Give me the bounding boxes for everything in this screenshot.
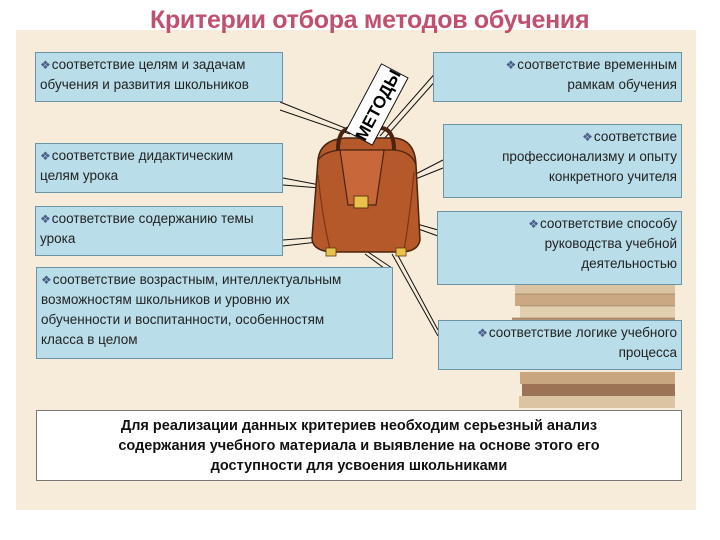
criterion-box-right-2: ❖соответствие профессионализму и опыту к… xyxy=(443,124,682,198)
page-title: Критерии отбора методов обучения xyxy=(150,6,590,34)
diamond-bullet-icon: ❖ xyxy=(41,273,52,287)
criterion-line: соответствие дидактическим xyxy=(51,148,234,163)
criterion-line: урока xyxy=(40,231,76,246)
criterion-line: соответствие логике учебного xyxy=(488,325,677,340)
diamond-bullet-icon: ❖ xyxy=(477,326,488,340)
diamond-bullet-icon: ❖ xyxy=(528,217,540,231)
criterion-box-left-3: ❖соответствие содержанию темы урока xyxy=(35,206,283,256)
diamond-bullet-icon: ❖ xyxy=(505,58,517,72)
criterion-line: класса в целом xyxy=(41,332,138,347)
conclusion-line: доступности для усвоения школьниками xyxy=(210,458,508,474)
methods-card: МЕТОДЫ xyxy=(345,63,409,146)
criterion-box-right-3: ❖соответствие способу руководства учебно… xyxy=(437,211,682,285)
criterion-box-left-2: ❖соответствие дидактическим целям урока xyxy=(35,143,283,193)
criterion-line: руководства учебной xyxy=(544,236,677,251)
criterion-line: соответствие xyxy=(593,129,677,144)
criterion-line: процесса xyxy=(618,345,677,360)
criterion-line: соответствие временным xyxy=(517,57,677,72)
conclusion-line: Для реализации данных критериев необходи… xyxy=(120,418,598,434)
criterion-line: возможностям школьников и уровню их xyxy=(41,292,290,307)
diamond-bullet-icon: ❖ xyxy=(582,130,593,144)
criterion-line: соответствие способу xyxy=(540,216,677,231)
criterion-line: обученности и воспитанности, особенностя… xyxy=(41,312,325,327)
conclusion-line: содержания учебного материала и выявлени… xyxy=(118,438,600,454)
criterion-line: соответствие содержанию темы xyxy=(51,211,254,226)
criterion-line: соответствие возрастным, интеллектуальны… xyxy=(52,272,342,287)
criterion-line: рамкам обучения xyxy=(567,77,677,92)
criterion-line: конкретного учителя xyxy=(548,169,677,184)
criterion-line: деятельностью xyxy=(581,256,677,271)
briefcase-icon xyxy=(311,126,421,257)
criterion-line: целям урока xyxy=(40,168,119,183)
criterion-line: соответствие целям и задачам xyxy=(51,57,246,72)
criterion-line: профессионализму и опыту xyxy=(502,149,677,164)
criterion-box-right-1: ❖соответствие временным рамкам обучения xyxy=(433,52,682,102)
diamond-bullet-icon: ❖ xyxy=(40,58,51,72)
diamond-bullet-icon: ❖ xyxy=(40,212,51,226)
criterion-box-left-1: ❖соответствие целям и задачам обучения и… xyxy=(35,52,283,102)
conclusion-box: Для реализации данных критериев необходи… xyxy=(36,410,682,481)
criterion-box-left-4: ❖соответствие возрастным, интеллектуальн… xyxy=(36,267,393,359)
diamond-bullet-icon: ❖ xyxy=(40,149,51,163)
criterion-box-right-4: ❖соответствие логике учебного процесса xyxy=(438,320,682,370)
criterion-line: обучения и развития школьников xyxy=(40,77,249,92)
